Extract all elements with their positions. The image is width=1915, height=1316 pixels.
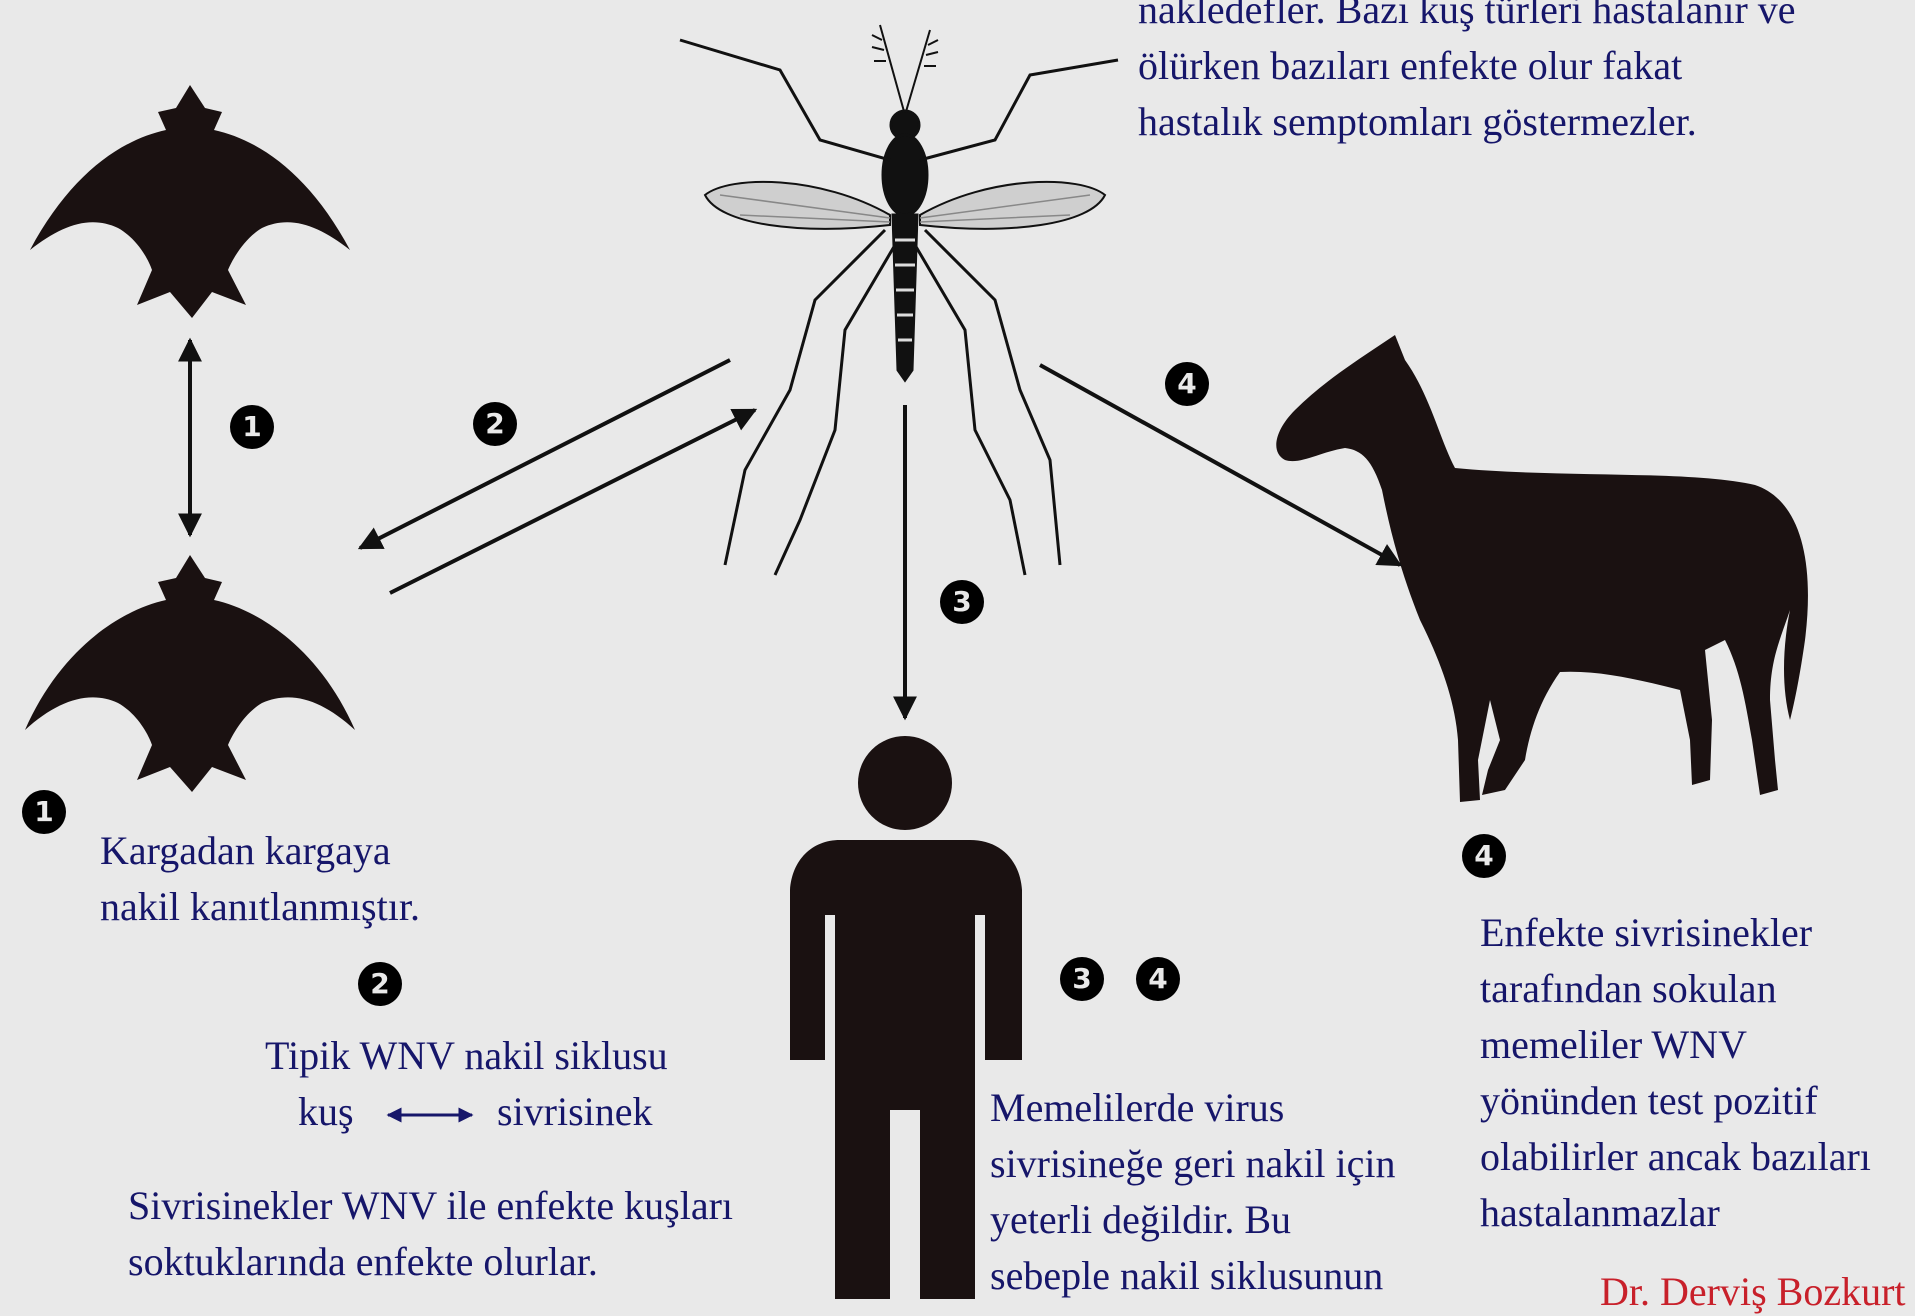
- step-badge-1-diagram: 1: [230, 405, 274, 449]
- cycle-left-label: kuş: [298, 1084, 398, 1140]
- step-badge-3-legend: 3: [1060, 957, 1104, 1001]
- horse-text: Enfekte sivrisinekler tarafından sokulan…: [1480, 905, 1910, 1241]
- step-badge-2-diagram: 2: [473, 402, 517, 446]
- horse-icon: [1276, 335, 1808, 802]
- mosquito-infection-text: Sivrisinekler WNV ile enfekte kuşları so…: [128, 1178, 848, 1290]
- step-badge-2-legend: 2: [358, 962, 402, 1006]
- crow-to-crow-text: Kargadan kargaya nakil kanıtlanmıştır.: [100, 823, 500, 935]
- arrow-mosquito-to-bird: [360, 360, 730, 548]
- step-badge-4-legend-mid: 4: [1136, 957, 1180, 1001]
- step-badge-4-diagram: 4: [1165, 362, 1209, 406]
- bird-top-icon: [30, 85, 350, 318]
- mosquito-icon: [680, 25, 1118, 575]
- arrow-bird-to-mosquito: [390, 410, 755, 593]
- cycle-title: Tipik WNV nakil siklusu: [265, 1028, 765, 1084]
- cycle-right-label: sivrisinek: [497, 1084, 697, 1140]
- author-credit: Dr. Derviş Bozkurt: [1600, 1268, 1906, 1316]
- step-badge-3-diagram: 3: [940, 580, 984, 624]
- mammal-text: Memelilerde virus sivrisineğe geri nakil…: [990, 1080, 1450, 1304]
- bird-bottom-icon: [25, 555, 355, 792]
- step-badge-1-legend: 1: [22, 790, 66, 834]
- step-badge-4-legend-right: 4: [1462, 834, 1506, 878]
- bird-effect-text: nakledefler. Bazı kuş türleri hastalanır…: [1138, 0, 1898, 150]
